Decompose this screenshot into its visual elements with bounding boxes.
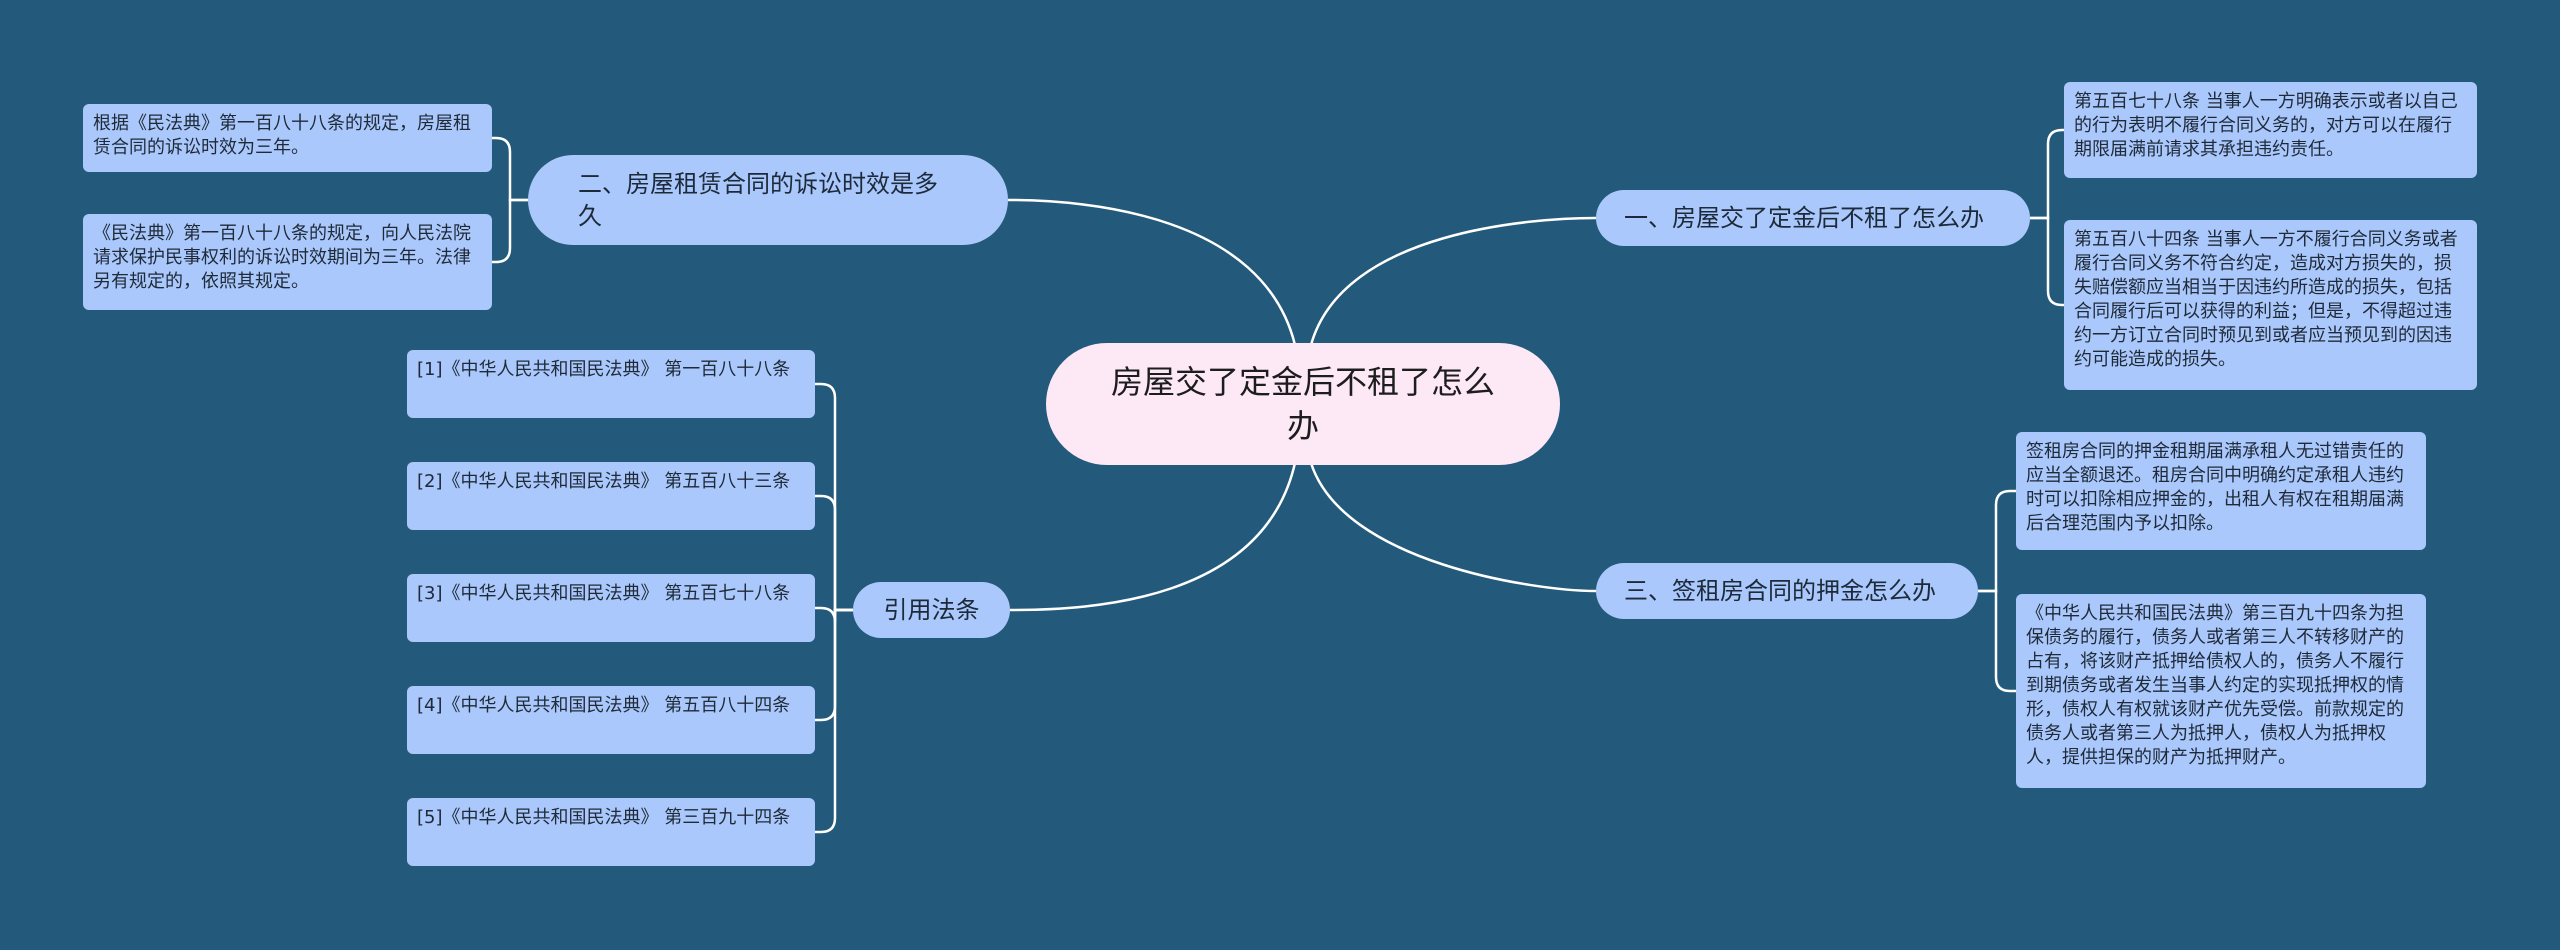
citation-1[interactable]: [1]《中华人民共和国民法典》 第一百八十八条 [407,350,815,418]
branch-2-leaf-1[interactable]: 根据《民法典》第一百八十八条的规定，房屋租赁合同的诉讼时效为三年。 [83,104,492,172]
citation-2-text: [2]《中华人民共和国民法典》 第五百八十三条 [417,471,791,492]
citation-3-text: [3]《中华人民共和国民法典》 第五百七十八条 [417,583,791,604]
citation-2[interactable]: [2]《中华人民共和国民法典》 第五百八十三条 [407,462,815,530]
branch-3-leaf-1[interactable]: 签租房合同的押金租期届满承租人无过错责任的应当全额退还。租房合同中明确约定承租人… [2016,432,2426,550]
connector-branch-4-leaf-5 [815,608,853,834]
connector-branch-3-leaf-2 [1978,589,2016,693]
branch-1-leaf-2-text: 第五百八十四条 当事人一方不履行合同义务或者履行合同义务不符合约定，造成对方损失… [2074,229,2458,370]
connector-branch-1-leaf-1 [2030,128,2064,220]
citation-5[interactable]: [5]《中华人民共和国民法典》 第三百九十四条 [407,798,815,866]
branch-3-label: 三、签租房合同的押金怎么办 [1624,577,1936,605]
branch-2-label: 二、房屋租赁合同的诉讼时效是多久 [578,170,938,230]
connector-root-branch-1 [1309,216,1597,346]
connector-branch-4-leaf-2 [815,494,853,612]
branch-3-leaf-2-text: 《中华人民共和国民法典》第三百九十四条为担保债务的履行，债务人或者第三人不转移财… [2026,603,2404,768]
branch-3-leaf-2[interactable]: 《中华人民共和国民法典》第三百九十四条为担保债务的履行，债务人或者第三人不转移财… [2016,594,2426,788]
branch-1-leaf-1-text: 第五百七十八条 当事人一方明确表示或者以自己的行为表明不履行合同义务的，对方可以… [2074,91,2458,160]
root-topic-label: 房屋交了定金后不租了怎么办 [1110,363,1495,445]
connector-branch-2-leaf-2 [492,198,528,264]
branch-1-leaf-2[interactable]: 第五百八十四条 当事人一方不履行合同义务或者履行合同义务不符合约定，造成对方损失… [2064,220,2477,390]
branch-4-label: 引用法条 [883,596,980,624]
connector-branch-3-leaf-1 [1978,489,2016,593]
connector-root-branch-2 [1007,198,1297,346]
branch-1-topic[interactable]: 一、房屋交了定金后不租了怎么办 [1596,190,2030,246]
citation-5-text: [5]《中华人民共和国民法典》 第三百九十四条 [417,807,791,828]
citation-4[interactable]: [4]《中华人民共和国民法典》 第五百八十四条 [407,686,815,754]
branch-3-leaf-1-text: 签租房合同的押金租期届满承租人无过错责任的应当全额退还。租房合同中明确约定承租人… [2026,441,2404,534]
branch-2-leaf-1-text: 根据《民法典》第一百八十八条的规定，房屋租赁合同的诉讼时效为三年。 [93,113,471,158]
branch-3-topic[interactable]: 三、签租房合同的押金怎么办 [1596,563,1978,619]
connector-root-branch-3 [1309,462,1597,593]
branch-2-leaf-2-text: 《民法典》第一百八十八条的规定，向人民法院请求保护民事权利的诉讼时效期间为三年。… [93,223,471,292]
connector-root-branch-4 [1009,462,1297,612]
branch-1-label: 一、房屋交了定金后不租了怎么办 [1624,204,1984,232]
connector-branch-4-leaf-1 [815,382,853,612]
branch-4-topic[interactable]: 引用法条 [853,582,1010,638]
connector-branch-1-leaf-2 [2030,216,2064,307]
citation-1-text: [1]《中华人民共和国民法典》 第一百八十八条 [417,359,791,380]
connector-branch-2-leaf-1 [492,136,528,202]
branch-2-leaf-2[interactable]: 《民法典》第一百八十八条的规定，向人民法院请求保护民事权利的诉讼时效期间为三年。… [83,214,492,310]
branch-2-topic[interactable]: 二、房屋租赁合同的诉讼时效是多久 [528,155,1008,245]
root-topic[interactable]: 房屋交了定金后不租了怎么办 [1046,343,1560,465]
branch-1-leaf-1[interactable]: 第五百七十八条 当事人一方明确表示或者以自己的行为表明不履行合同义务的，对方可以… [2064,82,2477,178]
citation-4-text: [4]《中华人民共和国民法典》 第五百八十四条 [417,695,791,716]
citation-3[interactable]: [3]《中华人民共和国民法典》 第五百七十八条 [407,574,815,642]
